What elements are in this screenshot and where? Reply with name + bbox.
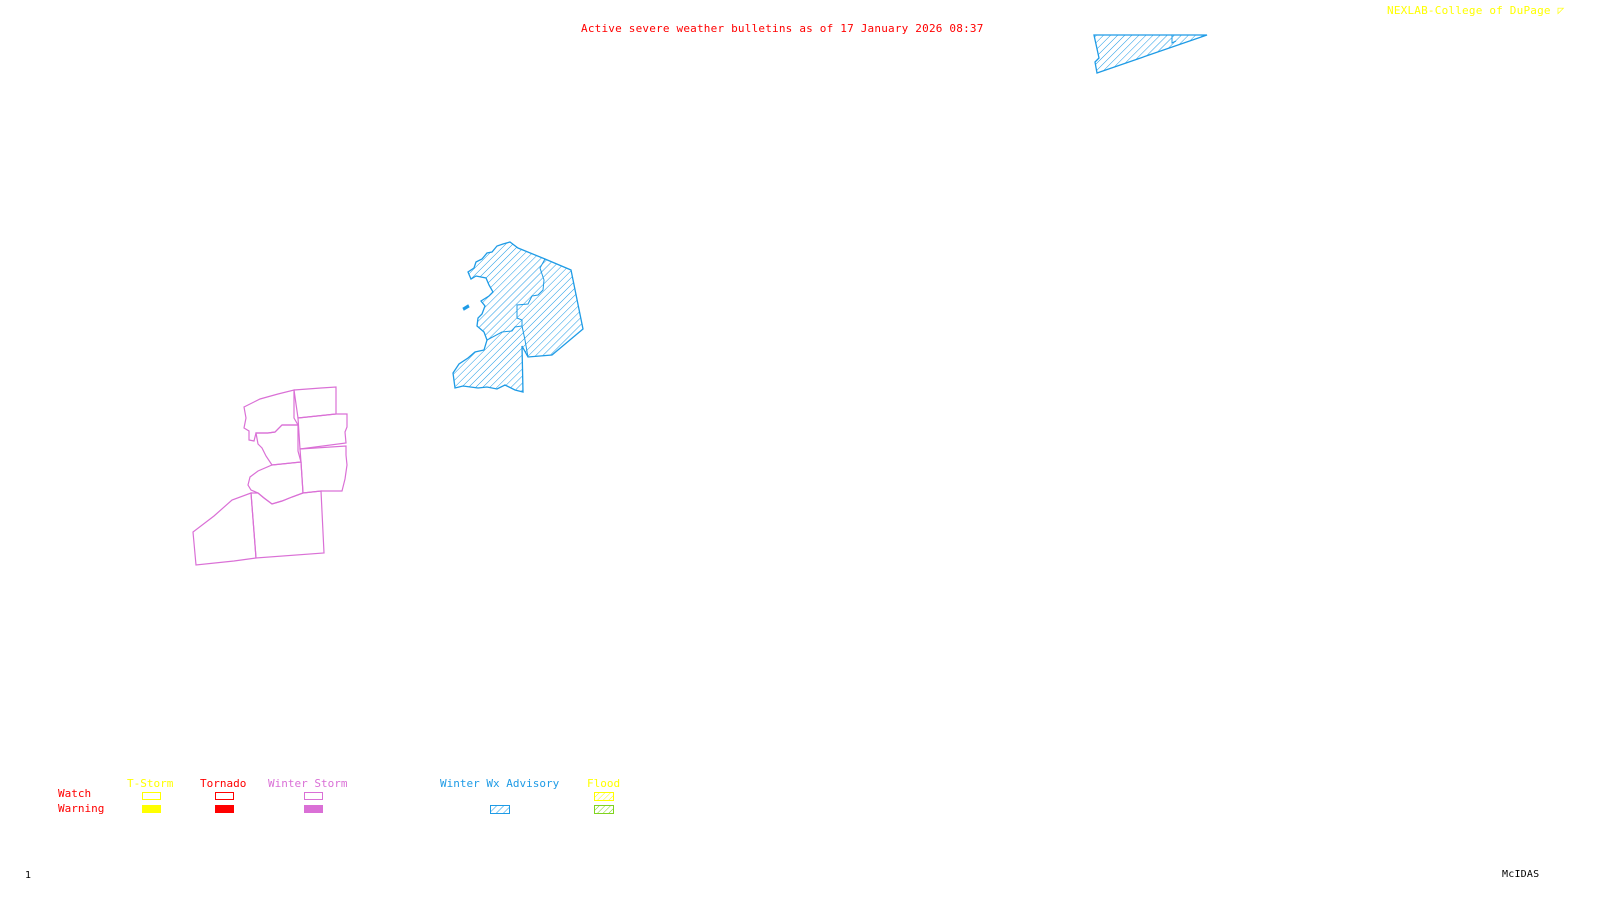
- legend-tornado-label: Tornado: [200, 777, 247, 790]
- legend-flood-watch-swatch: [594, 792, 614, 801]
- winter-storm-watch-area: [192, 386, 348, 566]
- legend-tornado-watch-swatch: [215, 792, 234, 800]
- advisory-area-center: [452, 241, 584, 393]
- county-outline: [192, 492, 257, 566]
- advisory-polygon: [1093, 34, 1208, 74]
- county-border: [486, 258, 546, 341]
- legend-winter-storm-label: Winter Storm: [268, 777, 348, 790]
- legend-tstorm-warning-swatch: [142, 805, 161, 813]
- software-label: McIDAS: [1502, 869, 1540, 880]
- county-outline: [243, 389, 300, 442]
- legend-winter-wx-advisory-swatch: [490, 805, 510, 814]
- county-outline: [247, 461, 304, 505]
- county-border: [521, 325, 529, 358]
- island-polygon: [462, 304, 470, 311]
- legend-row-warning: Warning: [58, 802, 105, 815]
- legend-row-watch: Watch: [58, 787, 92, 800]
- county-outline: [299, 445, 348, 494]
- credit-text: NEXLAB-College of DuPage: [1387, 4, 1551, 17]
- county-border: [1171, 35, 1177, 44]
- legend-winter-storm-watch-swatch: [304, 792, 323, 800]
- page-title: Active severe weather bulletins as of 17…: [581, 22, 984, 35]
- county-outline: [255, 424, 302, 466]
- legend-winter-storm-warning-swatch: [304, 805, 323, 813]
- county-outline: [293, 386, 337, 419]
- county-outline: [297, 413, 348, 450]
- legend-tstorm-watch-swatch: [142, 792, 161, 800]
- advisory-area-top: [1093, 34, 1208, 74]
- advisory-polygon: [452, 241, 584, 393]
- corner-logo-icon: ◸: [1557, 4, 1565, 17]
- frame-number: 1: [25, 870, 32, 881]
- legend-tstorm-label: T-Storm: [127, 777, 174, 790]
- legend-tornado-warning-swatch: [215, 805, 234, 813]
- legend-flood-warning-swatch: [594, 805, 614, 814]
- legend-winter-wx-advisory-label: Winter Wx Advisory: [440, 777, 560, 790]
- county-outline: [250, 490, 325, 559]
- legend-flood-label: Flood: [587, 777, 621, 790]
- credit-label: NEXLAB-College of DuPage ◸: [1387, 5, 1564, 17]
